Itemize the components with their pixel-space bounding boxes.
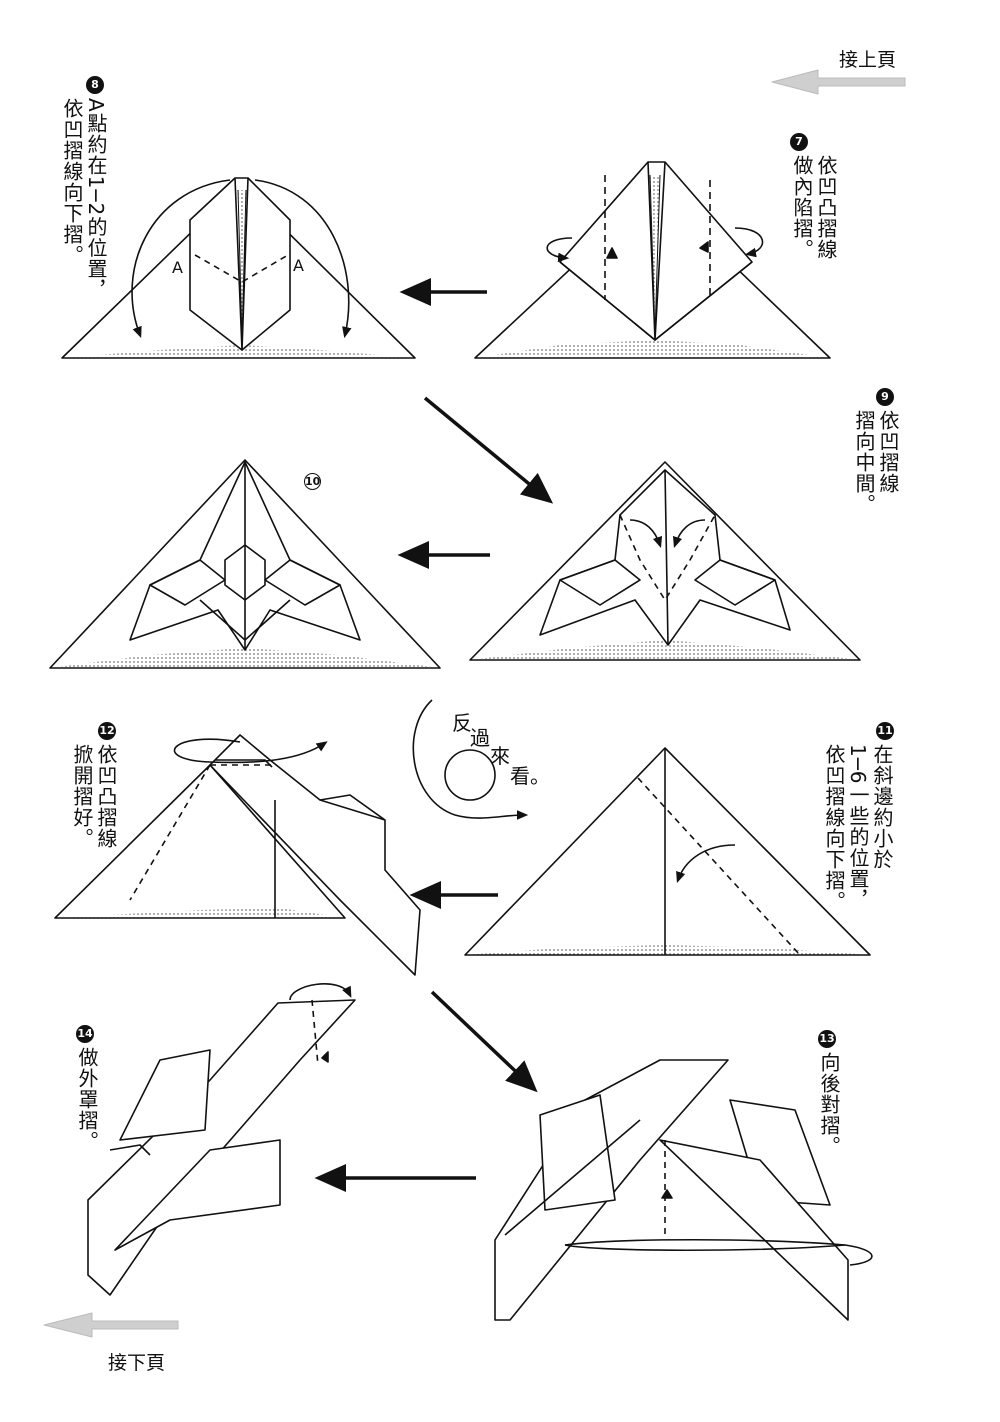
flow-arrow-8-9: [423, 396, 554, 504]
point-a-left: A: [172, 258, 183, 277]
point-a-right: A: [293, 256, 304, 275]
step-11-figure: [464, 747, 871, 956]
flip-over-indicator: [412, 699, 529, 820]
flow-arrow-12-13: [430, 990, 538, 1093]
nav-arrow-bottom: [43, 1312, 179, 1338]
flip-label-3: 來: [490, 744, 510, 768]
step-number-9: 9: [876, 388, 894, 406]
step-13-figure: [494, 1059, 873, 1321]
step-10-figure: [49, 459, 441, 669]
step-number-8: 8: [86, 76, 104, 94]
step-number-12: 12: [98, 722, 116, 740]
step-14-instruction: 做外罩摺。: [75, 1047, 99, 1152]
step-8-figure: [61, 177, 416, 359]
step-number-13: 13: [818, 1030, 836, 1048]
flip-label-2: 過: [470, 726, 490, 750]
step-14-figure: [87, 983, 356, 1296]
step-8-instruction: A點約在1─2的位置，依凹摺線向下摺。: [60, 98, 108, 301]
step-13-instruction: 向後對摺。: [817, 1052, 841, 1157]
step-number-14: 14: [76, 1025, 94, 1043]
step-9-figure: [469, 461, 861, 661]
step-number-11: 11: [876, 722, 894, 740]
step-7-instruction: 依凹凸摺線做內陷摺。: [790, 155, 838, 260]
step-number-7: 7: [790, 133, 808, 151]
continued-from-label: 接上頁: [838, 49, 896, 71]
nav-arrow-top: [771, 69, 906, 95]
flip-label-1: 反: [452, 711, 472, 735]
flip-label-4: 看。: [510, 764, 550, 788]
step-9-instruction: 依凹摺線摺向中間。: [852, 410, 900, 515]
step-7-figure: [474, 161, 831, 359]
step-12-figure: [54, 734, 421, 976]
step-number-10: 10: [304, 473, 321, 490]
continued-to-label: 接下頁: [108, 1352, 166, 1374]
step-12-instruction: 依凹凸摺線掀開摺好。: [70, 744, 118, 849]
